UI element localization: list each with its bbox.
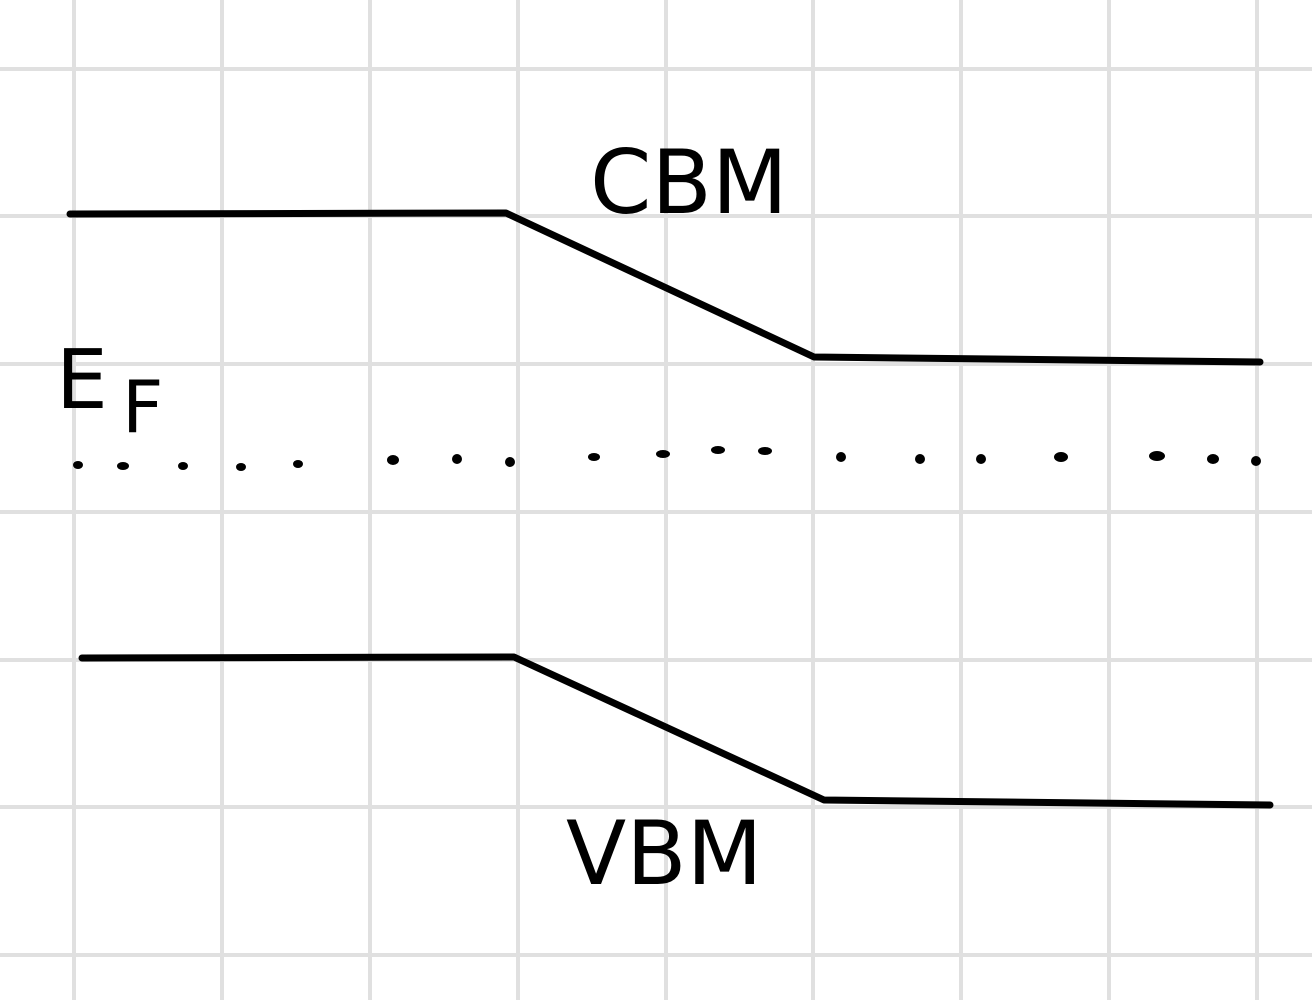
fermi-dot: [836, 452, 846, 462]
vbm-label: VBM: [566, 802, 763, 905]
fermi-dot: [293, 460, 303, 468]
fermi-dot: [505, 457, 515, 467]
fermi-dot: [387, 455, 399, 465]
valence-band-line: [78, 653, 1274, 809]
fermi-dot: [178, 462, 188, 470]
cbm-label: CBM: [590, 131, 788, 234]
fermi-label-main: E: [56, 333, 108, 428]
conduction-band-line: [66, 209, 1264, 366]
fermi-dot: [1207, 454, 1219, 464]
fermi-dot: [1149, 451, 1165, 461]
fermi-dot: [758, 447, 772, 455]
fermi-dot: [73, 461, 83, 469]
fermi-dot: [976, 454, 986, 464]
fermi-dot: [656, 450, 670, 458]
fermi-dot: [452, 454, 462, 464]
fermi-dot: [588, 453, 600, 461]
fermi-dot: [1251, 456, 1261, 466]
fermi-dot: [1054, 452, 1068, 462]
fermi-dot: [915, 454, 925, 464]
fermi-dot: [711, 446, 725, 454]
fermi-level-dotted-line: [73, 446, 1261, 471]
fermi-dot: [236, 463, 246, 471]
fermi-label-subscript: F: [122, 365, 163, 449]
fermi-dot: [117, 462, 129, 470]
